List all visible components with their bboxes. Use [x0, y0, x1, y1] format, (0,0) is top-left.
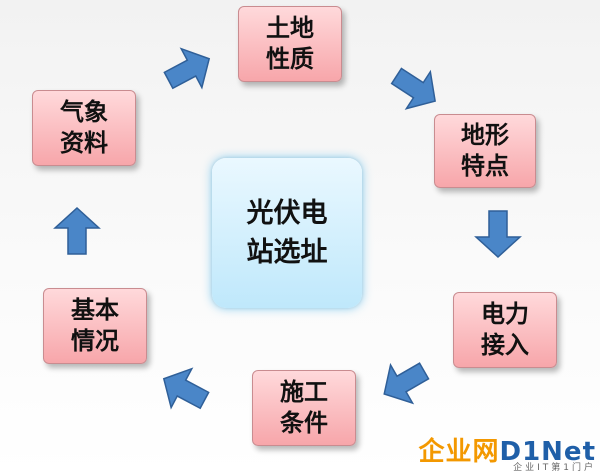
node-soil: 土地 性质	[238, 6, 342, 82]
node-basic: 基本 情况	[43, 288, 147, 364]
watermark-en: D1Net	[499, 437, 596, 467]
d1net-watermark: 企业网D1Net 企业IT第1门户	[411, 431, 596, 473]
watermark-tagline: 企业IT第1门户	[513, 463, 596, 473]
watermark-cn: 企业网	[418, 437, 500, 467]
node-terrain: 地形 特点	[434, 114, 536, 188]
center-node: 光伏电 站选址	[212, 158, 362, 308]
node-weather: 气象 资料	[32, 90, 136, 166]
node-grid: 电力 接入	[453, 292, 557, 368]
node-construction: 施工 条件	[252, 370, 356, 446]
watermark-logo: 企业网D1Net	[418, 431, 596, 468]
